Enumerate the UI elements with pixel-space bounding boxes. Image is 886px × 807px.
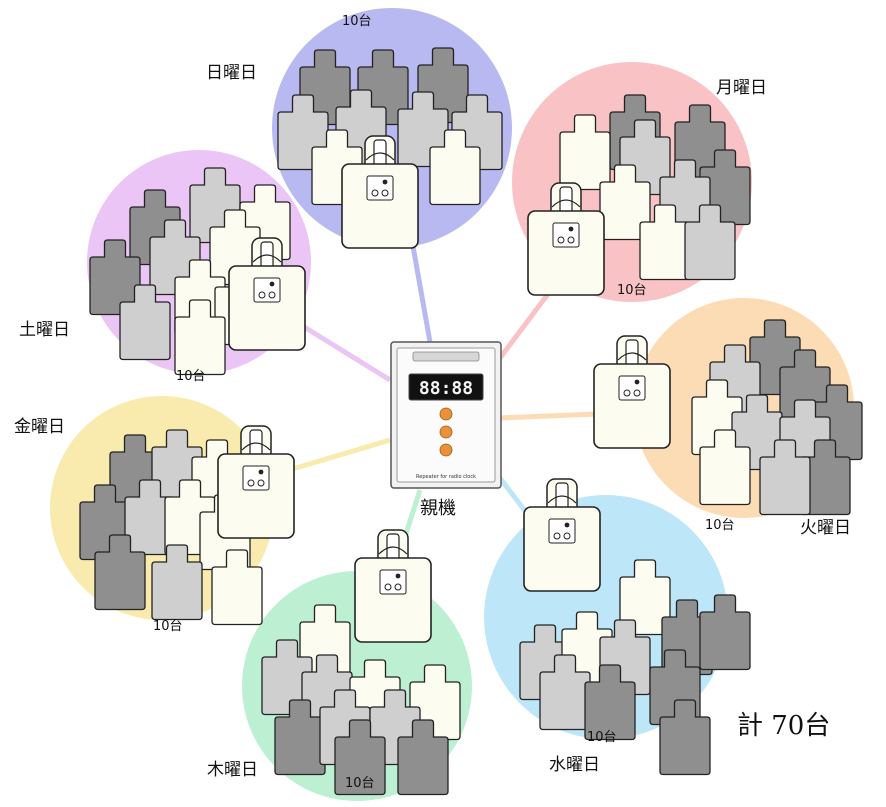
group-tue — [593, 298, 863, 518]
day-groups — [50, 8, 863, 801]
receiver-button — [258, 291, 266, 299]
receiver-body — [228, 265, 306, 351]
clock-unit — [397, 719, 449, 796]
clock-unit — [119, 284, 171, 361]
receiver-indicator — [564, 522, 570, 528]
clock-unit — [151, 544, 203, 621]
count-label-mon: 10台 — [617, 283, 647, 298]
group-sat — [87, 150, 311, 376]
receiver-unit-tue — [593, 335, 671, 449]
receiver-unit-wed — [523, 478, 601, 592]
clock-unit — [429, 129, 481, 206]
receiver-button — [257, 479, 265, 487]
receiver-button — [557, 236, 565, 244]
base-led — [439, 407, 453, 421]
antenna-cable — [547, 495, 577, 504]
day-label-mon: 月曜日 — [716, 78, 767, 98]
antenna-cable — [617, 352, 647, 361]
count-label-fri: 10台 — [153, 619, 183, 634]
antenna-cable — [551, 199, 581, 208]
antenna-cable — [241, 442, 271, 451]
count-label-sun: 10台 — [342, 14, 372, 29]
clock-unit — [799, 439, 851, 516]
clock-unit — [174, 299, 226, 376]
clock-unit — [699, 594, 751, 671]
antenna-cable — [365, 152, 395, 161]
clock-unit — [94, 534, 146, 611]
receiver-panel — [618, 375, 646, 401]
total-count: 計 70台 — [737, 711, 831, 741]
clock-unit — [684, 204, 736, 281]
group-wed — [484, 478, 751, 776]
receiver-button — [384, 583, 392, 591]
receiver-body — [527, 210, 605, 296]
receiver-panel — [366, 175, 394, 201]
receiver-panel — [242, 465, 270, 491]
base-led — [439, 425, 453, 439]
receiver-button — [371, 189, 379, 197]
clock-unit — [274, 699, 326, 776]
receiver-indicator — [258, 469, 264, 475]
receiver-button — [394, 583, 402, 591]
receiver-indicator — [269, 281, 275, 287]
antenna-cable — [252, 254, 282, 263]
receiver-button — [381, 189, 389, 197]
count-label-sat: 10台 — [176, 369, 206, 384]
base-led — [439, 443, 453, 457]
clock-unit — [584, 664, 636, 741]
day-label-tue: 火曜日 — [800, 518, 851, 538]
clock-unit — [211, 549, 263, 626]
antenna-cable — [378, 546, 408, 555]
receiver-button — [553, 532, 561, 540]
receiver-body — [354, 557, 432, 643]
day-label-sat: 土曜日 — [19, 320, 70, 340]
receiver-unit-mon — [527, 182, 605, 296]
receiver-unit-sun — [341, 135, 419, 249]
receiver-button — [633, 389, 641, 397]
receiver-unit-fri — [217, 425, 295, 539]
clock-unit — [334, 719, 386, 796]
base-slot — [412, 351, 480, 362]
receiver-button — [563, 532, 571, 540]
receiver-button — [247, 479, 255, 487]
group-mon — [512, 62, 752, 302]
group-fri — [50, 396, 295, 626]
receiver-body — [593, 363, 671, 449]
receiver-panel — [552, 222, 580, 248]
day-label-thu: 木曜日 — [207, 760, 258, 780]
receiver-body — [523, 506, 601, 592]
day-label-fri: 金曜日 — [14, 417, 65, 437]
count-label-thu: 10台 — [345, 776, 375, 791]
receiver-indicator — [634, 379, 640, 385]
day-label-wed: 水曜日 — [549, 755, 600, 775]
receiver-panel — [253, 277, 281, 303]
count-label-wed: 10台 — [587, 730, 617, 745]
day-label-sun: 日曜日 — [206, 63, 257, 83]
group-sun — [272, 8, 512, 249]
base-display — [408, 373, 484, 401]
receiver-button — [268, 291, 276, 299]
receiver-body — [217, 453, 295, 539]
receiver-unit-sat — [228, 237, 306, 351]
clock-unit — [659, 699, 711, 776]
receiver-panel — [548, 518, 576, 544]
clock-unit — [699, 429, 751, 506]
receiver-body — [341, 163, 419, 249]
receiver-button — [567, 236, 575, 244]
receiver-button — [623, 389, 631, 397]
base-display-digits: 88:88 — [419, 378, 473, 399]
receiver-indicator — [395, 573, 401, 579]
group-thu — [242, 529, 472, 801]
count-label-tue: 10台 — [705, 518, 735, 533]
base-caption: Repeater for radio clock — [416, 474, 476, 480]
receiver-indicator — [568, 226, 574, 232]
receiver-panel — [379, 569, 407, 595]
base-station-label: 親機 — [420, 498, 456, 519]
receiver-indicator — [382, 179, 388, 185]
clock-unit — [759, 439, 811, 516]
receiver-unit-thu — [354, 529, 432, 643]
